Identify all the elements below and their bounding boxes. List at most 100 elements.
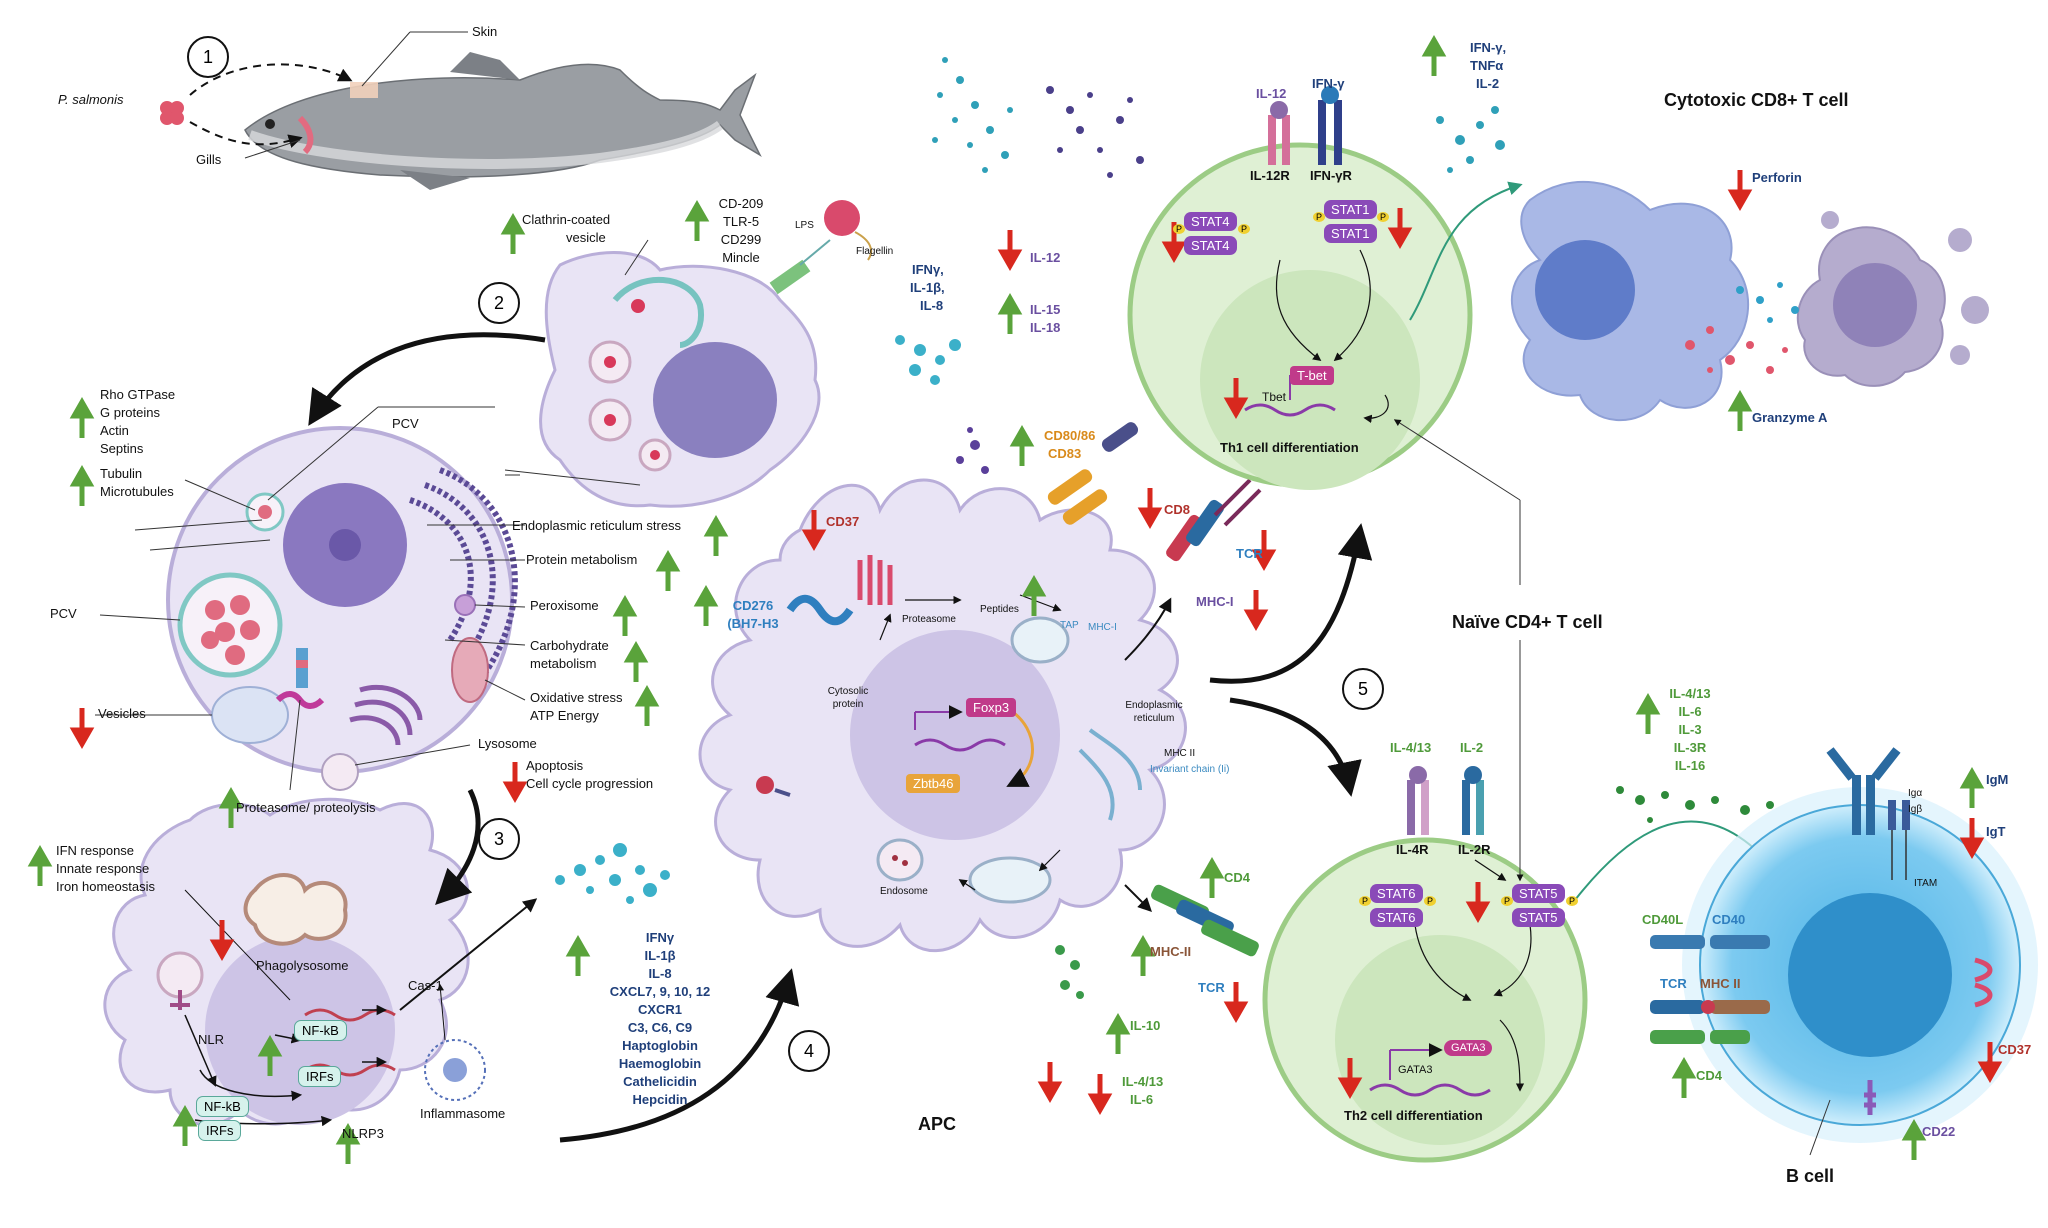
tub-0: Tubulin — [100, 466, 143, 481]
tbet-badge: T-bet — [1290, 366, 1334, 385]
pcv-top-label: PCV — [392, 416, 419, 431]
ctl-title: Cytotoxic CD8+ T cell — [1664, 90, 1849, 110]
gills-path-arrow — [189, 121, 303, 148]
cytokine-dots-6 — [956, 427, 989, 474]
downregulation-arrow — [502, 762, 528, 804]
bcell-cd22-label: CD22 — [1922, 1124, 1956, 1139]
peroxisome — [454, 594, 476, 616]
il12-label: IL-12 — [1256, 86, 1287, 101]
entry-cell-nucleus — [653, 342, 777, 458]
proteasome-label: Proteasome/ proteolysis — [236, 800, 376, 815]
secreted-0: IFNγ — [645, 930, 675, 945]
nlrp3-label: NLRP3 — [342, 1126, 384, 1141]
cd28-receptor — [1101, 422, 1139, 452]
nlr-label: NLR — [198, 1032, 225, 1047]
inflammasome-label: Inflammasome — [420, 1106, 506, 1121]
th1-out-1: TNFα — [1470, 58, 1504, 73]
th2-diff-label: Th2 cell differentiation — [1344, 1108, 1483, 1123]
target-cell — [1796, 211, 1989, 387]
er-apc-1: reticulum — [1133, 713, 1175, 724]
phagolysosome — [243, 873, 348, 946]
cytosolic-0: Cytosolic — [827, 686, 869, 697]
lysosome-label: Lysosome — [478, 736, 537, 751]
skin-label: Skin — [472, 24, 498, 39]
cd8-label: CD8 — [1164, 502, 1191, 517]
cd80-1: CD83 — [1048, 446, 1082, 461]
bcell-leader — [1809, 1099, 1831, 1156]
upregulation-arrow — [500, 212, 526, 254]
er-stack — [409, 467, 518, 682]
ox-1: ATP Energy — [530, 708, 599, 723]
stat5-phospho-2: P — [1566, 896, 1579, 906]
upregulation-arrow — [1959, 766, 1985, 808]
secreted-8: Cathelicidin — [623, 1074, 697, 1089]
il2r-label: IL-2R — [1458, 842, 1491, 857]
mhc1-tcr-complex — [1166, 478, 1262, 562]
clathrin-vesicle — [612, 276, 704, 348]
th2-il2-label: IL-2 — [1460, 740, 1484, 755]
secreted-6: Haptoglobin — [622, 1038, 698, 1053]
il10-label: IL-10 — [1130, 1018, 1161, 1033]
secretion-arrow — [399, 898, 538, 1011]
er-apc — [1078, 728, 1142, 821]
cd276-receptor — [786, 594, 854, 626]
downregulation-arrow — [1977, 1042, 2003, 1084]
ifngr-label: IFN-γR — [1310, 168, 1352, 183]
infection-path-arrow — [189, 63, 353, 96]
upregulation-arrow — [703, 514, 729, 556]
downregulation-arrow — [1087, 1074, 1113, 1116]
inflammasome — [424, 1039, 486, 1101]
il413-apc-0: IL-4/13 — [1122, 1074, 1164, 1089]
upregulation-arrow — [693, 584, 719, 626]
cytokine-dots-2 — [895, 335, 961, 385]
er-stress-label: Endoplasmic reticulum stress — [512, 518, 682, 533]
upregulation-arrow — [1901, 1118, 1927, 1160]
peptides-label: Peptides — [980, 604, 1019, 615]
secreted-1: IL-1β — [644, 948, 676, 963]
igt-label: IgT — [1986, 824, 2006, 839]
ctl-nucleus — [1535, 240, 1635, 340]
ifngr-receptor — [1318, 86, 1342, 165]
tub-1: Microtubules — [100, 484, 174, 499]
th2-il413-label: IL-4/13 — [1390, 740, 1432, 755]
perforin-label: Perforin — [1752, 170, 1802, 185]
mhc2-tcr-complex — [1151, 884, 1259, 957]
downregulation-arrow — [1223, 982, 1249, 1024]
igb-label: Igβ — [1908, 804, 1923, 815]
cas1-label: Cas-1 — [408, 978, 443, 993]
granzyme-dots — [1685, 326, 1788, 374]
bacterium-flagellin — [824, 200, 860, 236]
bcr-igm — [1826, 747, 1901, 835]
cytokine-dots-4 — [1046, 86, 1144, 178]
stat5-bottom: STAT5 — [1512, 908, 1565, 927]
salmon-fish — [244, 52, 762, 190]
gata3-gene-label: GATA3 — [1398, 1064, 1433, 1076]
upregulation-arrow — [1727, 389, 1753, 431]
golgi — [349, 684, 423, 746]
iga-igb — [1888, 800, 1910, 880]
receptor-0: CD-209 — [718, 196, 764, 211]
gills-leader-line — [244, 139, 301, 159]
stat1-top: STAT1 — [1324, 200, 1377, 219]
secreted-7: Haemoglobin — [618, 1056, 702, 1071]
th1-out-0: IFN-γ, — [1470, 40, 1507, 55]
stat4-phospho-2: P — [1238, 224, 1251, 234]
bcell-mhc2-label: MHC II — [1700, 976, 1741, 991]
upregulation-arrow — [257, 1034, 283, 1076]
upregulation-arrow — [997, 292, 1023, 334]
downregulation-arrow — [1727, 170, 1753, 212]
cd4-bcell — [1650, 1030, 1750, 1044]
b-cell-nucleus — [1788, 893, 1952, 1057]
il4r-receptor — [1407, 766, 1429, 835]
bcell-label: B cell — [1786, 1166, 1835, 1186]
nfkb-cyto-badge: NF-kB — [196, 1096, 249, 1117]
bcell-cd37-label: CD37 — [1998, 1042, 2032, 1057]
th2-nucleus — [1335, 935, 1545, 1145]
perforin-dots — [1736, 282, 1799, 323]
ligand-receptor-left — [756, 776, 791, 797]
stat5-top: STAT5 — [1512, 884, 1565, 903]
tcr1-label: TCR — [1236, 546, 1263, 561]
granzyme-label: Granzyme A — [1752, 410, 1828, 425]
upregulation-arrow — [684, 199, 710, 241]
downregulation-arrow — [997, 230, 1023, 272]
